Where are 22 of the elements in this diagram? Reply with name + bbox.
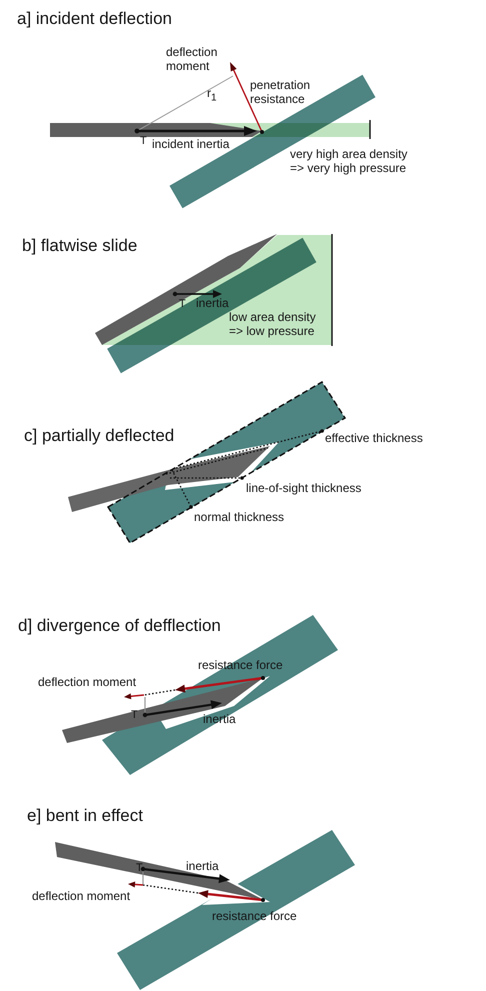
thickness-label: line-of-sight thickness	[246, 481, 362, 495]
panel-title: d] divergence of defflection	[18, 616, 221, 636]
center-of-mass-label: T	[131, 709, 138, 721]
force-label: inertia	[196, 296, 229, 310]
lever-arm-label: r$_{1}$	[207, 86, 217, 106]
moment-label: deflection moment	[166, 45, 218, 73]
panel-title: c] partially deflected	[24, 426, 174, 446]
moment-label: deflection moment	[32, 889, 130, 903]
panel-title: a] incident deflection	[17, 9, 172, 29]
panel-title: b] flatwise slide	[22, 236, 138, 256]
note-text: very high area density => very high pressure	[290, 147, 408, 175]
force-label: incident inertia	[152, 137, 230, 151]
note-text: low area density => low pressure	[229, 310, 317, 338]
force-label: inertia	[186, 859, 219, 873]
center-of-mass-label: T	[136, 862, 143, 874]
thickness-label: effective thickness	[325, 431, 423, 445]
force-label: penetration resistance	[250, 78, 312, 106]
center-of-mass-label: T	[140, 135, 147, 147]
force-label: resistance force	[212, 909, 297, 923]
panel-title: e] bent in effect	[27, 806, 143, 826]
moment-label: deflection moment	[38, 675, 136, 689]
thickness-label: normal thickness	[194, 510, 284, 524]
